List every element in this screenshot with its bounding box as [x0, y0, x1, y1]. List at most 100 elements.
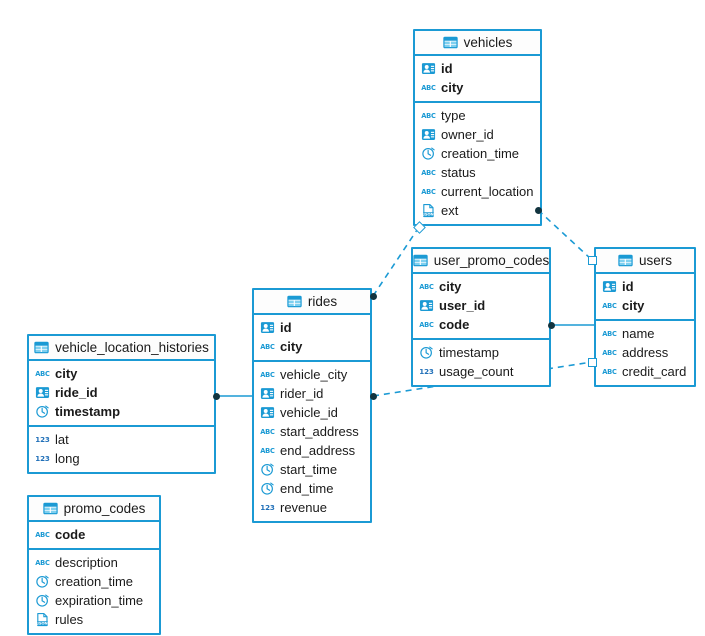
field-row-vehicle_location_histories-timestamp[interactable]: timestamp [29, 402, 214, 421]
field-label: revenue [280, 500, 327, 515]
field-row-user_promo_codes-timestamp[interactable]: timestamp [413, 343, 549, 362]
svg-text:123: 123 [260, 503, 275, 512]
field-label: end_time [280, 481, 334, 496]
svg-text:ABC: ABC [602, 330, 617, 338]
relationship-endpoint-square [588, 256, 597, 265]
field-row-vehicles-owner_id[interactable]: owner_id [415, 125, 540, 144]
field-row-rides-city[interactable]: ABC city [254, 337, 370, 356]
123-number-icon: 123 [260, 500, 275, 515]
field-row-vehicle_location_histories-ride_id[interactable]: ride_id [29, 383, 214, 402]
table-header-vehicle_location_histories[interactable]: vehicle_location_histories [29, 336, 214, 361]
clock-time-icon [260, 481, 275, 496]
field-row-users-id[interactable]: id [596, 277, 694, 296]
abc-text-icon: ABC [421, 80, 436, 95]
field-label: timestamp [439, 345, 499, 360]
relationship-endpoint-dot [369, 292, 377, 300]
svg-text:ABC: ABC [260, 447, 275, 455]
field-row-rides-start_time[interactable]: start_time [254, 460, 370, 479]
abc-text-icon: ABC [260, 367, 275, 382]
svg-text:ABC: ABC [35, 370, 50, 378]
table-header-user_promo_codes[interactable]: user_promo_codes [413, 249, 549, 274]
field-row-vehicles-id[interactable]: id [415, 59, 540, 78]
svg-text:JSON: JSON [422, 212, 433, 217]
field-row-rides-id[interactable]: id [254, 318, 370, 337]
key-id-icon [35, 385, 50, 400]
field-label: id [441, 61, 453, 76]
field-row-promo_codes-expiration_time[interactable]: expiration_time [29, 591, 159, 610]
abc-text-icon: ABC [419, 317, 434, 332]
field-row-promo_codes-creation_time[interactable]: creation_time [29, 572, 159, 591]
123-number-icon: 123 [419, 364, 434, 379]
svg-text:ABC: ABC [35, 559, 50, 567]
abc-text-icon: ABC [421, 165, 436, 180]
table-title: vehicles [463, 34, 513, 50]
relationship-endpoint-dot [369, 392, 377, 400]
svg-text:123: 123 [35, 435, 50, 444]
field-label: long [55, 451, 80, 466]
table-title: promo_codes [63, 500, 146, 516]
field-row-rides-rider_id[interactable]: rider_id [254, 384, 370, 403]
field-row-rides-vehicle_city[interactable]: ABC vehicle_city [254, 365, 370, 384]
svg-text:ABC: ABC [421, 112, 436, 120]
table-header-vehicles[interactable]: vehicles [415, 31, 540, 56]
field-row-vehicles-creation_time[interactable]: creation_time [415, 144, 540, 163]
field-row-users-name[interactable]: ABC name [596, 324, 694, 343]
field-row-user_promo_codes-user_id[interactable]: user_id [413, 296, 549, 315]
field-row-rides-end_time[interactable]: end_time [254, 479, 370, 498]
field-label: vehicle_city [280, 367, 348, 382]
table-icon [442, 35, 458, 50]
field-label: name [622, 326, 655, 341]
table-icon [34, 340, 49, 355]
abc-text-icon: ABC [602, 326, 617, 341]
key-id-icon [260, 386, 275, 401]
table-header-users[interactable]: users [596, 249, 694, 274]
svg-text:123: 123 [419, 367, 434, 376]
abc-text-icon: ABC [602, 364, 617, 379]
field-row-rides-revenue[interactable]: 123 revenue [254, 498, 370, 517]
field-label: expiration_time [55, 593, 144, 608]
abc-text-icon: ABC [260, 424, 275, 439]
table-header-promo_codes[interactable]: promo_codes [29, 497, 159, 522]
field-label: city [280, 339, 303, 354]
table-header-rides[interactable]: rides [254, 290, 370, 315]
abc-text-icon: ABC [260, 339, 275, 354]
table-icon [287, 294, 302, 309]
field-label: timestamp [55, 404, 121, 419]
123-number-icon: 123 [35, 432, 50, 447]
field-row-rides-vehicle_id[interactable]: vehicle_id [254, 403, 370, 422]
field-label: id [280, 320, 292, 335]
